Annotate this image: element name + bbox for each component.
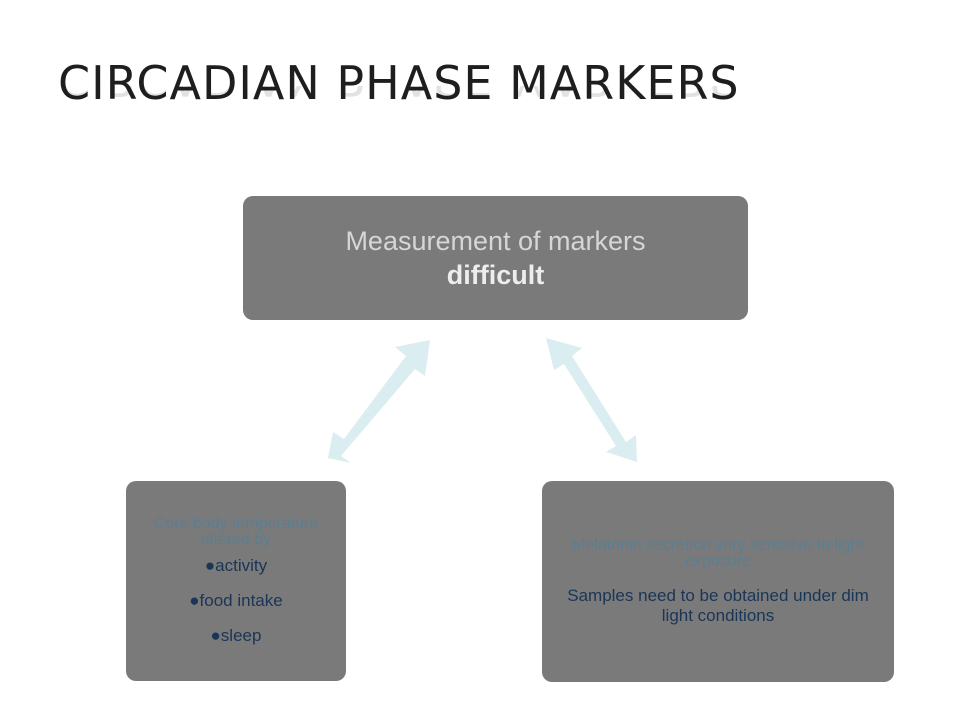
- list-item: ●sleep: [210, 626, 262, 645]
- double-arrow-icon: [328, 340, 430, 463]
- factor-list: ●activity ●food intake ●sleep: [189, 556, 282, 646]
- melatonin-box: Melatonin secretion very sensitive to li…: [542, 481, 894, 682]
- slide-title: CIRCADIAN PHASE MARKERS: [58, 56, 740, 110]
- sampling-note: Samples need to be obtained under dim li…: [567, 585, 869, 625]
- core-temperature-heading: Core body temperature altered by: [153, 515, 319, 548]
- list-item: ●food intake: [189, 591, 283, 610]
- melatonin-heading: Melatonin secretion very sensitive to li…: [572, 536, 864, 570]
- measurement-text: Measurement of markers: [345, 226, 646, 256]
- measurement-box: Measurement of markers difficult: [243, 196, 748, 320]
- double-arrow-icon: [546, 338, 637, 462]
- core-temperature-box: Core body temperature altered by ●activi…: [126, 481, 346, 681]
- difficult-text: difficult: [446, 260, 545, 290]
- list-item: ●activity: [204, 556, 268, 575]
